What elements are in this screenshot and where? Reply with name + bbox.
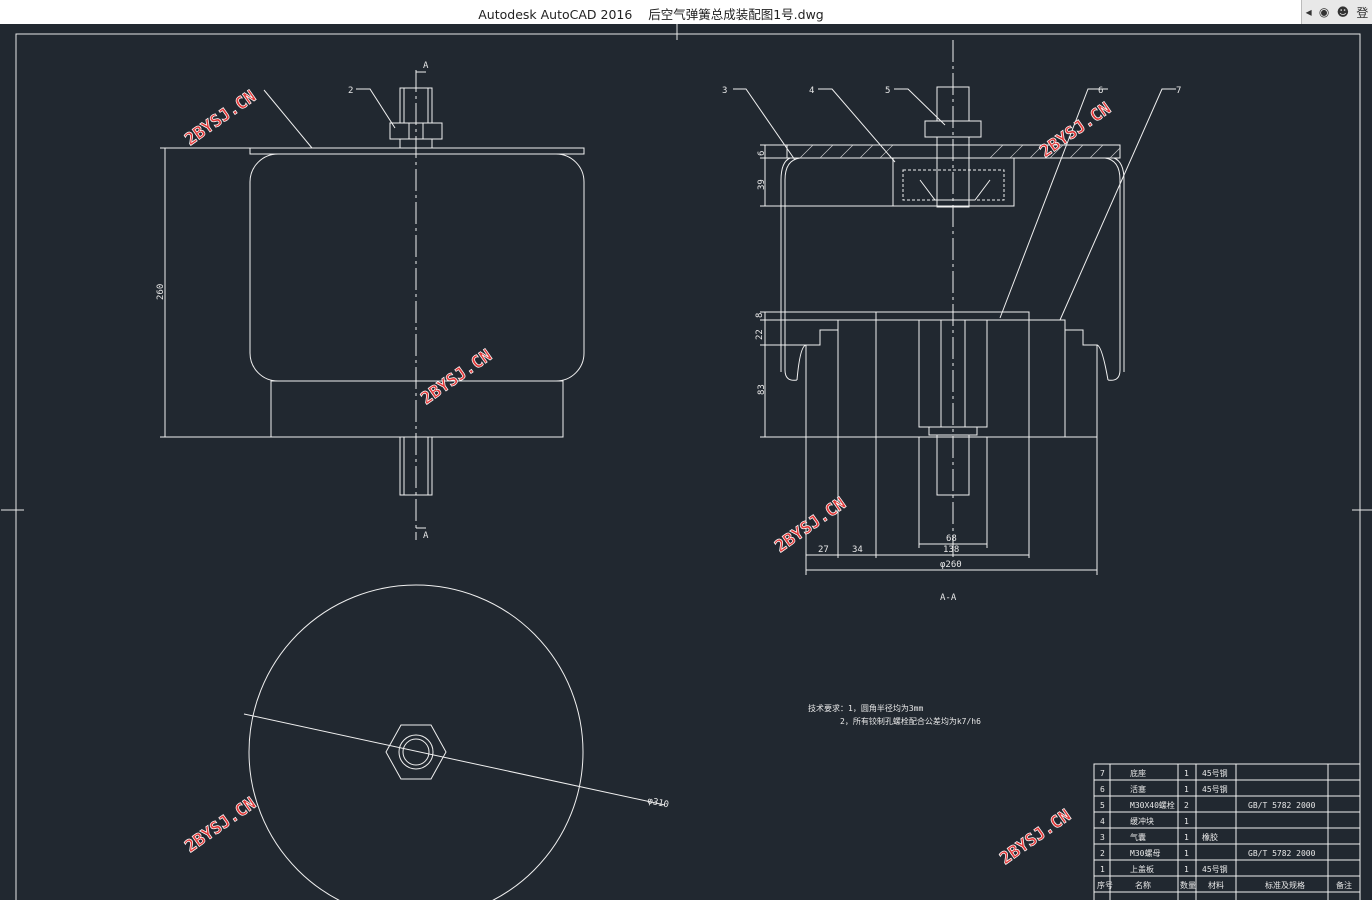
window-title: Autodesk AutoCAD 2016 后空气弹簧总成装配图1号.dwg xyxy=(478,7,824,22)
dim-22: 22 xyxy=(755,329,765,340)
balloon-3: 3 xyxy=(722,86,727,96)
arrow-left-icon[interactable]: ◂ xyxy=(1305,5,1312,19)
dim-39: 39 xyxy=(757,179,767,190)
bom-cell-qty: 1 xyxy=(1184,865,1189,874)
drawing-frame xyxy=(1,24,1372,900)
bom-cell-name: 活塞 xyxy=(1130,784,1146,794)
bom-cell-material: 45号钢 xyxy=(1202,784,1228,794)
bom-cell-standard: GB/T 5782 2000 xyxy=(1248,801,1316,810)
binoculars-icon[interactable]: ◉ xyxy=(1318,5,1330,19)
dim-dia310: φ310 xyxy=(646,796,669,810)
dim-8: 8 xyxy=(755,313,765,318)
bom-cell-name: 底座 xyxy=(1130,768,1146,778)
title-bar: Autodesk AutoCAD 2016 后空气弹簧总成装配图1号.dwg ◂… xyxy=(0,0,1372,24)
section-mark-top: A xyxy=(423,61,429,71)
bom-cell-material: 45号钢 xyxy=(1202,768,1228,778)
dim-68: 68 xyxy=(946,534,957,544)
drawing-canvas[interactable]: A A 260 2 xyxy=(0,24,1372,900)
signin-icon[interactable]: 登 xyxy=(1356,5,1369,20)
bom-cell-no: 5 xyxy=(1100,801,1105,810)
dim-34: 34 xyxy=(852,545,863,555)
bom-cell-name: M30X40螺栓 xyxy=(1130,800,1175,810)
balloon-7: 7 xyxy=(1176,86,1181,96)
infocenter-toolbar: ◂ ◉ ☻ 登 xyxy=(1301,0,1372,24)
tech-req-line1: 技术要求：1，圆角半径均为3mm xyxy=(808,703,923,713)
front-view xyxy=(160,70,585,540)
dim-138: 138 xyxy=(943,545,959,555)
section-view xyxy=(733,40,1176,575)
dim-83: 83 xyxy=(757,384,767,395)
top-view xyxy=(243,584,666,900)
bom-cell-no: 1 xyxy=(1100,865,1105,874)
bom-cell-qty: 1 xyxy=(1184,785,1189,794)
person-icon[interactable]: ☻ xyxy=(1336,5,1350,19)
bom-cell-qty: 2 xyxy=(1184,801,1189,810)
bom-header-standard: 标准及规格 xyxy=(1265,880,1305,890)
bom-table-grid xyxy=(1093,763,1361,900)
balloon-2: 2 xyxy=(348,86,353,96)
bom-cell-material: 橡胶 xyxy=(1202,832,1218,842)
section-title: A-A xyxy=(940,593,957,603)
bom-cell-qty: 1 xyxy=(1184,769,1189,778)
bom-cell-name: 上盖板 xyxy=(1130,864,1154,874)
bom-cell-qty: 1 xyxy=(1184,833,1189,842)
bom-cell-name: 气囊 xyxy=(1130,832,1146,842)
dim-6: 6 xyxy=(757,151,767,156)
bom-cell-qty: 1 xyxy=(1184,849,1189,858)
bom-header-name: 名称 xyxy=(1135,880,1151,890)
bom-cell-no: 3 xyxy=(1100,833,1105,842)
balloon-5: 5 xyxy=(885,86,890,96)
bom-cell-no: 4 xyxy=(1100,817,1105,826)
dim-dia260: φ260 xyxy=(940,560,962,570)
bom-cell-name: M30螺母 xyxy=(1130,848,1160,858)
bom-header-material: 材料 xyxy=(1208,880,1224,890)
bom-cell-standard: GB/T 5782 2000 xyxy=(1248,849,1316,858)
bom-header-note: 备注 xyxy=(1336,880,1352,890)
bom-cell-material: 45号钢 xyxy=(1202,864,1228,874)
bom-cell-name: 缓冲块 xyxy=(1130,816,1154,826)
bom-header-no: 序号 xyxy=(1097,880,1113,890)
bom-cell-no: 2 xyxy=(1100,849,1105,858)
bom-cell-qty: 1 xyxy=(1184,817,1189,826)
balloon-4: 4 xyxy=(809,86,814,96)
section-dim-labels: 6 39 22 8 83 27 34 68 138 φ260 3 4 5 6 7… xyxy=(722,86,1181,603)
section-mark-bottom: A xyxy=(423,531,429,541)
bom-cell-no: 7 xyxy=(1100,769,1105,778)
tech-req-line2: 2，所有铰制孔螺栓配合公差均为k7/h6 xyxy=(840,716,981,726)
bom-header-qty: 数量 xyxy=(1180,880,1196,890)
dim-height-260: 260 xyxy=(156,284,166,300)
bom-cell-no: 6 xyxy=(1100,785,1105,794)
dim-27: 27 xyxy=(818,545,829,555)
balloon-6: 6 xyxy=(1098,86,1103,96)
